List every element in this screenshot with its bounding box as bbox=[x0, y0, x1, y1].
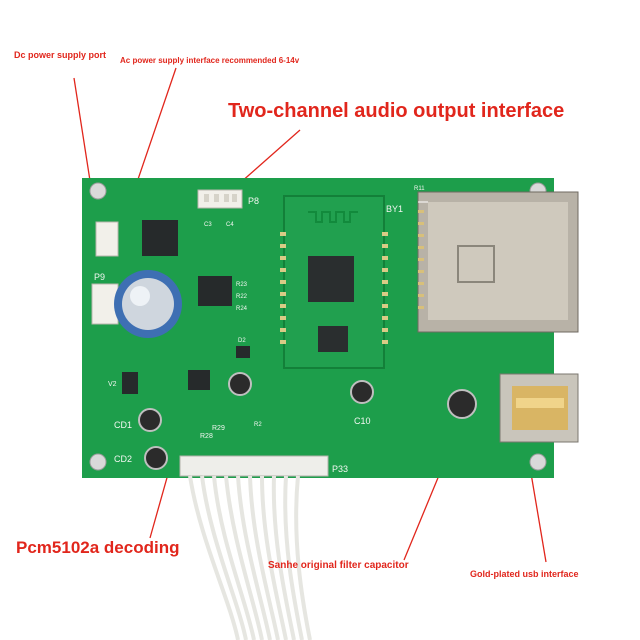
small-capacitors bbox=[138, 372, 477, 470]
bt-flash-chip bbox=[318, 326, 348, 352]
ribbon-connector bbox=[179, 455, 329, 477]
connector-dc bbox=[95, 221, 119, 257]
silk-r23: R23 bbox=[236, 282, 248, 288]
bt-main-chip bbox=[308, 256, 354, 302]
silk-c10: C10 bbox=[354, 416, 371, 426]
regulator-chip bbox=[188, 370, 210, 390]
silk-p8: P8 bbox=[248, 196, 259, 206]
mounting-hole bbox=[89, 453, 107, 471]
usb-port bbox=[499, 373, 579, 443]
silk-by1: BY1 bbox=[386, 204, 403, 214]
label-two-channel-audio: Two-channel audio output interface bbox=[228, 100, 565, 122]
silk-cd1: CD1 bbox=[114, 420, 132, 430]
silk-p9: P9 bbox=[94, 272, 105, 282]
label-dc-power-port: Dc power supply port bbox=[14, 50, 107, 60]
label-sanhe-filter-capacitor: Sanhe original filter capacitor bbox=[268, 560, 409, 571]
silk-c4: C4 bbox=[226, 222, 234, 228]
silk-d2: D2 bbox=[238, 338, 246, 344]
bridge-rectifier bbox=[142, 220, 178, 256]
ribbon-wires bbox=[188, 475, 312, 640]
silk-c3: C3 bbox=[204, 222, 212, 228]
silk-r24: R24 bbox=[236, 306, 248, 312]
regulator-v2 bbox=[122, 372, 138, 394]
silk-v2: V2 bbox=[108, 381, 117, 388]
silk-r28: R28 bbox=[200, 433, 213, 440]
label-ac-power-interface: Ac power supply interface recommended 6-… bbox=[120, 56, 300, 65]
label-gold-plated-usb: Gold-plated usb interface bbox=[470, 569, 579, 579]
sd-card-slot bbox=[417, 191, 579, 333]
connector-p8 bbox=[197, 189, 243, 209]
silk-r22: R22 bbox=[236, 294, 248, 300]
silk-r2: R2 bbox=[254, 422, 262, 428]
mounting-hole bbox=[89, 182, 107, 200]
mounting-hole bbox=[529, 453, 547, 471]
large-capacitor bbox=[114, 270, 182, 338]
label-pcm5102a-decoding: Pcm5102a decoding bbox=[16, 538, 180, 557]
bluetooth-module bbox=[280, 195, 388, 369]
silk-r29: R29 bbox=[212, 425, 225, 432]
ic-small bbox=[236, 346, 250, 358]
silk-p33: P33 bbox=[332, 464, 348, 474]
pcm5102a-chip bbox=[198, 276, 232, 306]
silk-r11: R11 bbox=[414, 186, 425, 192]
silk-cd2: CD2 bbox=[114, 454, 132, 464]
